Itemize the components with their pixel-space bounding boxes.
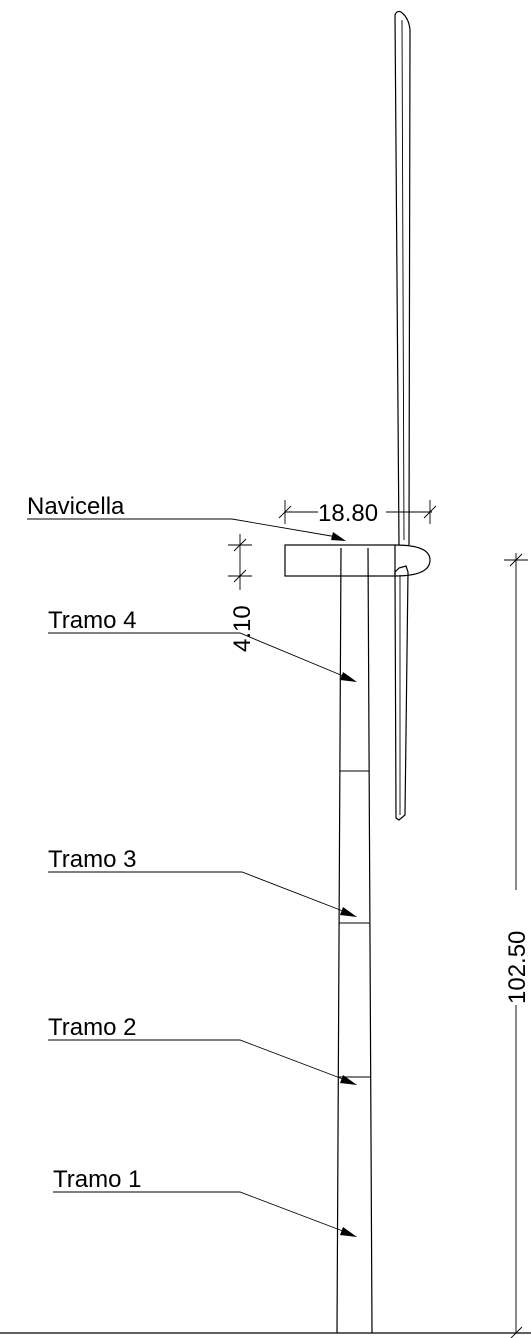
- section-3-leader: [48, 871, 349, 914]
- rotor-width-value: 18.80: [318, 500, 378, 527]
- section-4-leader: [48, 632, 349, 679]
- tower: [336, 547, 373, 1334]
- section-1-label: Tramo 1: [53, 1166, 141, 1193]
- hub-spinner: [394, 544, 431, 577]
- leader-arrowhead: [340, 1227, 357, 1237]
- rotor-width-dimension: 18.80: [278, 500, 437, 527]
- nacelle-height-dimension: 4.10: [228, 534, 256, 652]
- leader-arrowhead: [340, 1075, 357, 1085]
- section-4-label: Tramo 4: [48, 607, 136, 634]
- section-2-label: Tramo 2: [48, 1014, 136, 1041]
- nacelle-label: Navicella: [27, 493, 125, 520]
- nacelle-height-value: 4.10: [229, 605, 256, 652]
- hub-height-value: 102.50: [504, 931, 531, 1004]
- section-2-leader: [48, 1039, 349, 1082]
- leader-arrowhead: [331, 532, 346, 541]
- hub-height-dimension: 102.50: [504, 553, 531, 1338]
- section-1-leader: [53, 1191, 349, 1234]
- lower-blade: [394, 565, 409, 821]
- upper-blade: [394, 10, 411, 546]
- section-3-label: Tramo 3: [48, 846, 136, 873]
- nacelle: [284, 544, 396, 577]
- leader-arrowhead: [340, 672, 357, 682]
- leader-arrowhead: [340, 907, 357, 917]
- nacelle-leader: [27, 518, 338, 538]
